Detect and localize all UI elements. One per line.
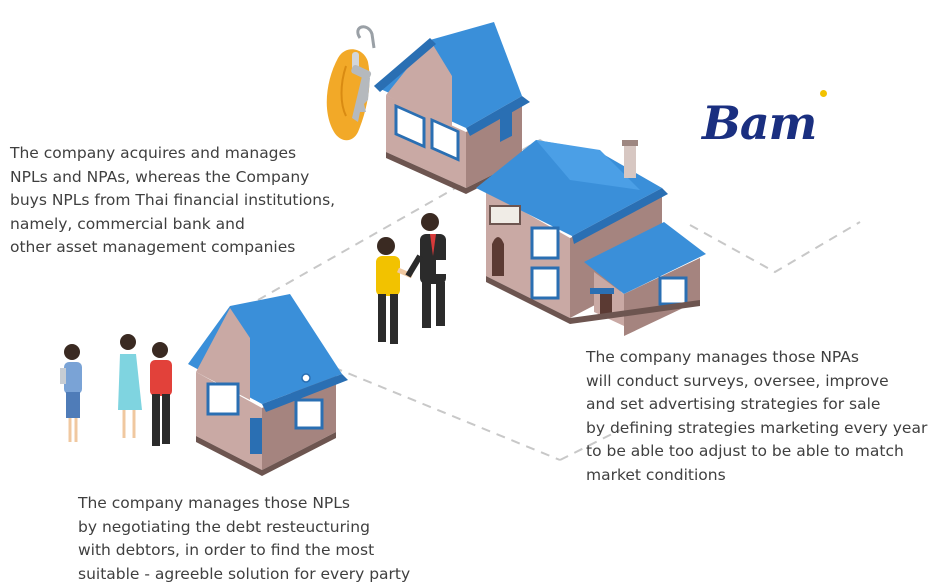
caption-line: will conduct surveys, oversee, improve (586, 371, 889, 390)
caption-line: other asset management companies (10, 238, 296, 256)
house-top-icon (374, 22, 530, 194)
caption-line: The company acquires and manages (10, 144, 297, 162)
caption-line: suitable - agreeble solution for every p… (78, 564, 411, 583)
caption-line: namely, commercial bank and (10, 214, 245, 233)
caption-npl: The company manages those NPLs by negoti… (78, 492, 410, 586)
house-large-icon (476, 140, 706, 336)
caption-npa: The company manages those NPAs will cond… (586, 346, 927, 487)
caption-line: buys NPLs from Thai financial institutio… (10, 191, 336, 209)
caption-line: The company manages those NPLs (78, 494, 350, 512)
caption-line: to be able too adjust to be able to matc… (586, 442, 904, 460)
caption-line: and set advertising strategies for sale (586, 395, 881, 413)
handshake-people-icon (376, 213, 446, 344)
caption-line: The company manages those NPAs (586, 348, 859, 366)
caption-line: by defining strategies marketing every y… (586, 418, 928, 437)
caption-line: market conditions (586, 465, 726, 484)
dashed-path (229, 138, 861, 461)
bam-logo: Bam (702, 96, 817, 150)
caption-acquire: The company acquires and manages NPLs an… (10, 142, 335, 260)
key-icon (326, 25, 376, 141)
caption-line: by negotiating the debt resteucturing (78, 517, 370, 536)
family-people-icon (60, 334, 172, 446)
house-small-icon (188, 294, 348, 476)
caption-line: with debtors, in order to find the most (78, 541, 375, 559)
caption-line: NPLs and NPAs, whereas the Company (10, 167, 310, 186)
logo-dot-icon (820, 90, 827, 97)
